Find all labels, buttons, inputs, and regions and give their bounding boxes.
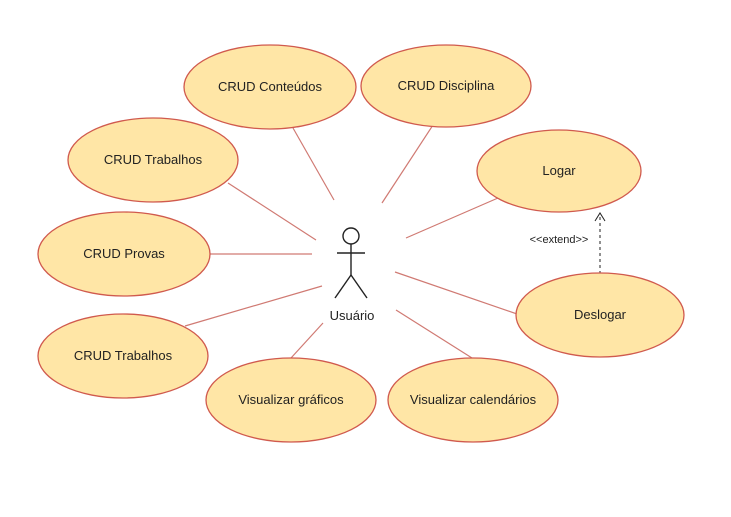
use-case-label: CRUD Provas <box>83 246 165 261</box>
assoc-crud-conteudos <box>292 127 335 201</box>
use-case-label: Visualizar calendários <box>410 392 537 407</box>
extend-arrowhead-icon <box>594 212 606 222</box>
use-case-visualizar-graficos[interactable]: Visualizar gráficos <box>205 357 377 443</box>
extend-relationship: <<extend>> <box>530 212 606 274</box>
use-case-label: CRUD Disciplina <box>398 78 496 93</box>
use-case-deslogar[interactable]: Deslogar <box>515 272 685 358</box>
actor-label: Usuário <box>330 308 375 323</box>
use-case-crud-conteudos[interactable]: CRUD Conteúdos <box>183 44 357 130</box>
assoc-deslogar <box>394 271 521 316</box>
assoc-crud-trabalhos-top <box>227 182 317 241</box>
assoc-logar <box>405 197 499 239</box>
use-case-label: CRUD Conteúdos <box>218 79 323 94</box>
use-case-crud-trabalhos-top[interactable]: CRUD Trabalhos <box>67 117 239 203</box>
extend-label: <<extend>> <box>530 234 589 246</box>
actor[interactable]: Usuário <box>330 227 375 323</box>
assoc-crud-disciplina <box>381 124 434 204</box>
use-case-label: Logar <box>542 163 576 178</box>
use-case-visualizar-calendarios[interactable]: Visualizar calendários <box>387 357 559 443</box>
assoc-crud-trabalhos-bottom <box>184 285 323 327</box>
assoc-visualizar-calendarios <box>395 309 473 359</box>
associations <box>184 124 521 359</box>
use-case-label: CRUD Trabalhos <box>104 152 203 167</box>
use-case-label: Visualizar gráficos <box>238 392 344 407</box>
use-case-logar[interactable]: Logar <box>476 129 642 213</box>
use-case-label: CRUD Trabalhos <box>74 348 173 363</box>
use-case-crud-disciplina[interactable]: CRUD Disciplina <box>360 44 532 128</box>
actor-stick-figure-icon <box>334 227 368 299</box>
use-case-crud-trabalhos-bottom[interactable]: CRUD Trabalhos <box>37 313 209 399</box>
assoc-visualizar-graficos <box>290 322 324 359</box>
use-case-label: Deslogar <box>574 307 627 322</box>
use-case-crud-provas[interactable]: CRUD Provas <box>37 211 211 297</box>
